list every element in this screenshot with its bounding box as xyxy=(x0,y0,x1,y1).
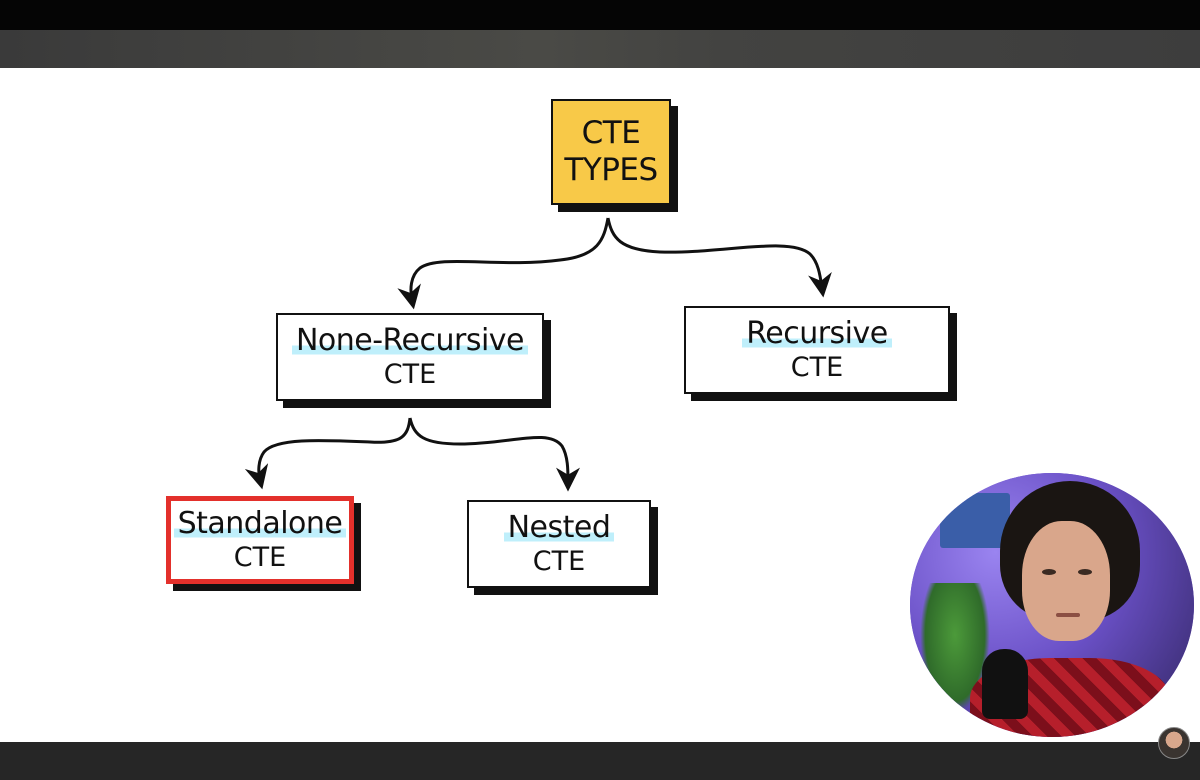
node-nested-line1: Nested xyxy=(503,509,615,546)
node-standalone-cte: Standalone CTE xyxy=(166,496,361,591)
presenter-webcam xyxy=(907,470,1197,740)
slide: CTE TYPES None-Recursive CTE Recursive C… xyxy=(0,68,1200,742)
node-cte-types-line2: TYPES xyxy=(564,152,658,188)
node-standalone-line2: CTE xyxy=(233,541,287,573)
node-recursive-line2: CTE xyxy=(790,351,844,383)
avatar-icon[interactable] xyxy=(1158,727,1190,759)
video-top-band xyxy=(0,30,1200,68)
video-bottom-bar xyxy=(0,742,1200,780)
node-recursive-line1: Recursive xyxy=(742,315,892,352)
monitor-shape xyxy=(940,493,1010,548)
arrow-root-to-nonrecursive xyxy=(397,217,610,310)
connector-arrows xyxy=(244,217,832,492)
microphone-icon xyxy=(982,649,1028,719)
node-nested-line2: CTE xyxy=(532,545,586,577)
node-recursive-cte: Recursive CTE xyxy=(684,306,957,401)
node-non-recursive-line1: None-Recursive xyxy=(291,322,529,359)
node-cte-types-line1: CTE xyxy=(581,114,641,151)
node-non-recursive-line2: CTE xyxy=(383,358,437,390)
node-cte-types: CTE TYPES xyxy=(551,99,678,212)
node-nested-cte: Nested CTE xyxy=(467,500,658,595)
arrow-nonrecursive-to-standalone xyxy=(244,417,412,490)
arrow-root-to-recursive xyxy=(606,217,832,298)
node-non-recursive-cte: None-Recursive CTE xyxy=(276,313,551,408)
arrow-nonrecursive-to-nested xyxy=(408,417,580,492)
node-standalone-line1: Standalone xyxy=(173,505,347,542)
top-bar xyxy=(0,0,1200,30)
